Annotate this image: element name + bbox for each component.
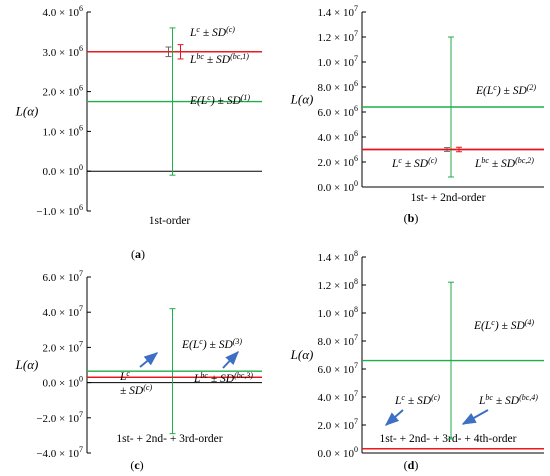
series-label: E(Lc) ± SD(4)	[473, 318, 534, 333]
series-label: Lbc ± SD(bc,1)	[189, 52, 249, 67]
x-axis-label: 1st- + 2nd- + 3rd-order	[116, 433, 222, 445]
y-tick-label: 3.0 × 106	[43, 44, 83, 59]
series-label: Lbc ± SD(bc,3)	[193, 371, 253, 386]
arrow	[461, 409, 489, 425]
y-axis-label: L(α)	[15, 104, 39, 119]
arrow	[222, 350, 239, 369]
y-tick-label: 4.0 × 107	[43, 304, 83, 319]
y-tick-label: 1.0 × 108	[318, 305, 358, 320]
y-tick-label: −1.0 × 106	[36, 203, 83, 218]
arrow	[384, 409, 404, 426]
y-tick-label: 6.0 × 107	[43, 269, 83, 284]
y-tick-label: −2.0 × 107	[36, 410, 83, 425]
y-tick-label: 0.0 × 100	[43, 163, 83, 178]
series-label: Lc	[119, 369, 130, 384]
y-tick-label: 4.0 × 107	[318, 389, 358, 404]
y-tick-label: 2.0 × 107	[43, 339, 83, 354]
series-label: E(Lc) ± SD(1)	[189, 93, 250, 108]
x-axis-label: 1st-order	[149, 215, 191, 227]
y-tick-label: 1.2 × 108	[318, 277, 358, 292]
panel-label: (b)	[404, 211, 419, 225]
y-tick-label: 0.0 × 100	[43, 375, 83, 390]
y-tick-label: 0.0 × 100	[318, 445, 358, 460]
y-tick-label: 1.0 × 106	[43, 123, 83, 138]
panel-4: 0.0 × 100 2.0 × 107 4.0 × 107 6.0 × 107 8.0 …	[290, 249, 544, 472]
y-tick-label: 4.0 × 106	[318, 129, 358, 144]
y-axis-label: L(α)	[290, 347, 314, 362]
series-label: E(Lc) ± SD(2)	[475, 83, 536, 98]
y-tick-label: 6.0 × 107	[318, 361, 358, 376]
y-tick-label: 0.0 × 100	[318, 179, 358, 194]
panel-1: −1.0 × 106 0.0 × 100 1.0 × 106 2.0 × 106 3.0…	[15, 4, 262, 261]
series-label: E(Lc) ± SD(3)	[181, 337, 242, 352]
panel-2: 0.0 × 100 2.0 × 106 4.0 × 106 6.0 × 106 8.0 …	[290, 4, 544, 225]
y-tick-label: −4.0 × 107	[36, 445, 83, 460]
x-axis-label: 1st- + 2nd-order	[411, 192, 486, 204]
panel-3: −4.0 × 107 −2.0 × 107 0.0 × 100 2.0 × 107 4.…	[15, 269, 262, 472]
series-label: Lbc ± SD(bc,2)	[474, 156, 534, 171]
y-tick-label: 2.0 × 106	[318, 154, 358, 169]
y-tick-label: 1.0 × 107	[318, 54, 358, 69]
y-tick-label: 1.2 × 107	[318, 29, 358, 44]
y-tick-label: 1.4 × 108	[318, 249, 358, 264]
series-label: ± SD(c)	[120, 383, 152, 398]
panel-label: (a)	[131, 247, 145, 261]
y-tick-label: 4.0 × 106	[43, 4, 83, 19]
y-axis-label: L(α)	[290, 92, 314, 107]
y-tick-label: 1.4 × 107	[318, 4, 358, 19]
y-tick-label: 2.0 × 106	[43, 84, 83, 99]
y-tick-label: 8.0 × 106	[318, 79, 358, 94]
series-label: Lc ± SD(c)	[189, 25, 235, 40]
panel-label: (d)	[404, 458, 419, 472]
series-label: Lc ± SD(c)	[391, 156, 437, 171]
series-label: Lbc ± SD(bc,4)	[478, 393, 538, 408]
panel-label: (c)	[130, 458, 143, 472]
y-tick-label: 6.0 × 106	[318, 104, 358, 119]
y-axis-label: L(α)	[15, 357, 39, 372]
series-label: Lc ± SD(c)	[394, 393, 440, 408]
arrow	[139, 352, 159, 368]
y-tick-label: 2.0 × 107	[318, 417, 358, 432]
y-tick-label: 8.0 × 107	[318, 333, 358, 348]
